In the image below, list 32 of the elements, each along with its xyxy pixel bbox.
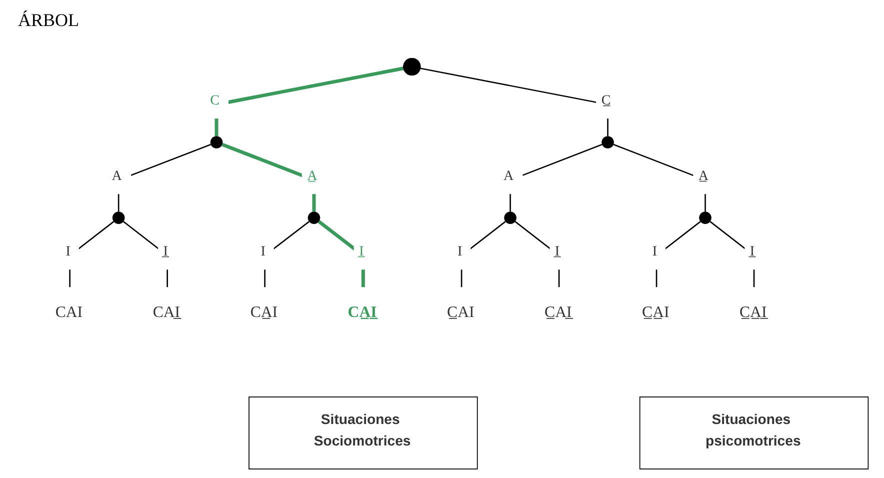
node-text: C̲A̲I̲ [740, 302, 767, 321]
node-text: CAI̲ [152, 302, 180, 321]
edge-label: A̲ [307, 168, 318, 184]
edge-label: I̲ [554, 244, 560, 260]
node-point [504, 212, 516, 224]
edge-label: I [652, 244, 658, 260]
edge-label: I [66, 244, 70, 260]
edge-label: C [210, 93, 220, 108]
node-point [112, 212, 125, 224]
node-text: C̲AI̲ [544, 302, 572, 321]
node-point [602, 136, 614, 148]
node-text: C̲AI [447, 302, 474, 321]
node-point [699, 212, 712, 224]
edge-label: I̲ [359, 244, 364, 260]
edge-label: I [260, 244, 266, 260]
connector [214, 66, 406, 136]
node-point [210, 136, 223, 148]
node-text: CA̲I̲ [348, 302, 377, 321]
node-box: Situaciones Sociomotrices [248, 396, 478, 470]
edge-label: I̲ [750, 244, 755, 260]
node-text: C̲A̲I [642, 302, 670, 321]
diagram-title: ÁRBOL [18, 10, 80, 31]
node-box: Situaciones psicomotrices [639, 396, 869, 470]
node-text: CA̲I [250, 302, 278, 321]
edge-label: A̲ [698, 168, 709, 184]
edge-label: A [112, 168, 122, 184]
edge-label: C̲ [601, 93, 611, 108]
node-text: CAI [55, 302, 83, 321]
edge-label: I̲ [163, 244, 168, 260]
node-point [308, 212, 320, 224]
edge-label: A [503, 168, 514, 184]
edge-label: I [457, 244, 462, 260]
